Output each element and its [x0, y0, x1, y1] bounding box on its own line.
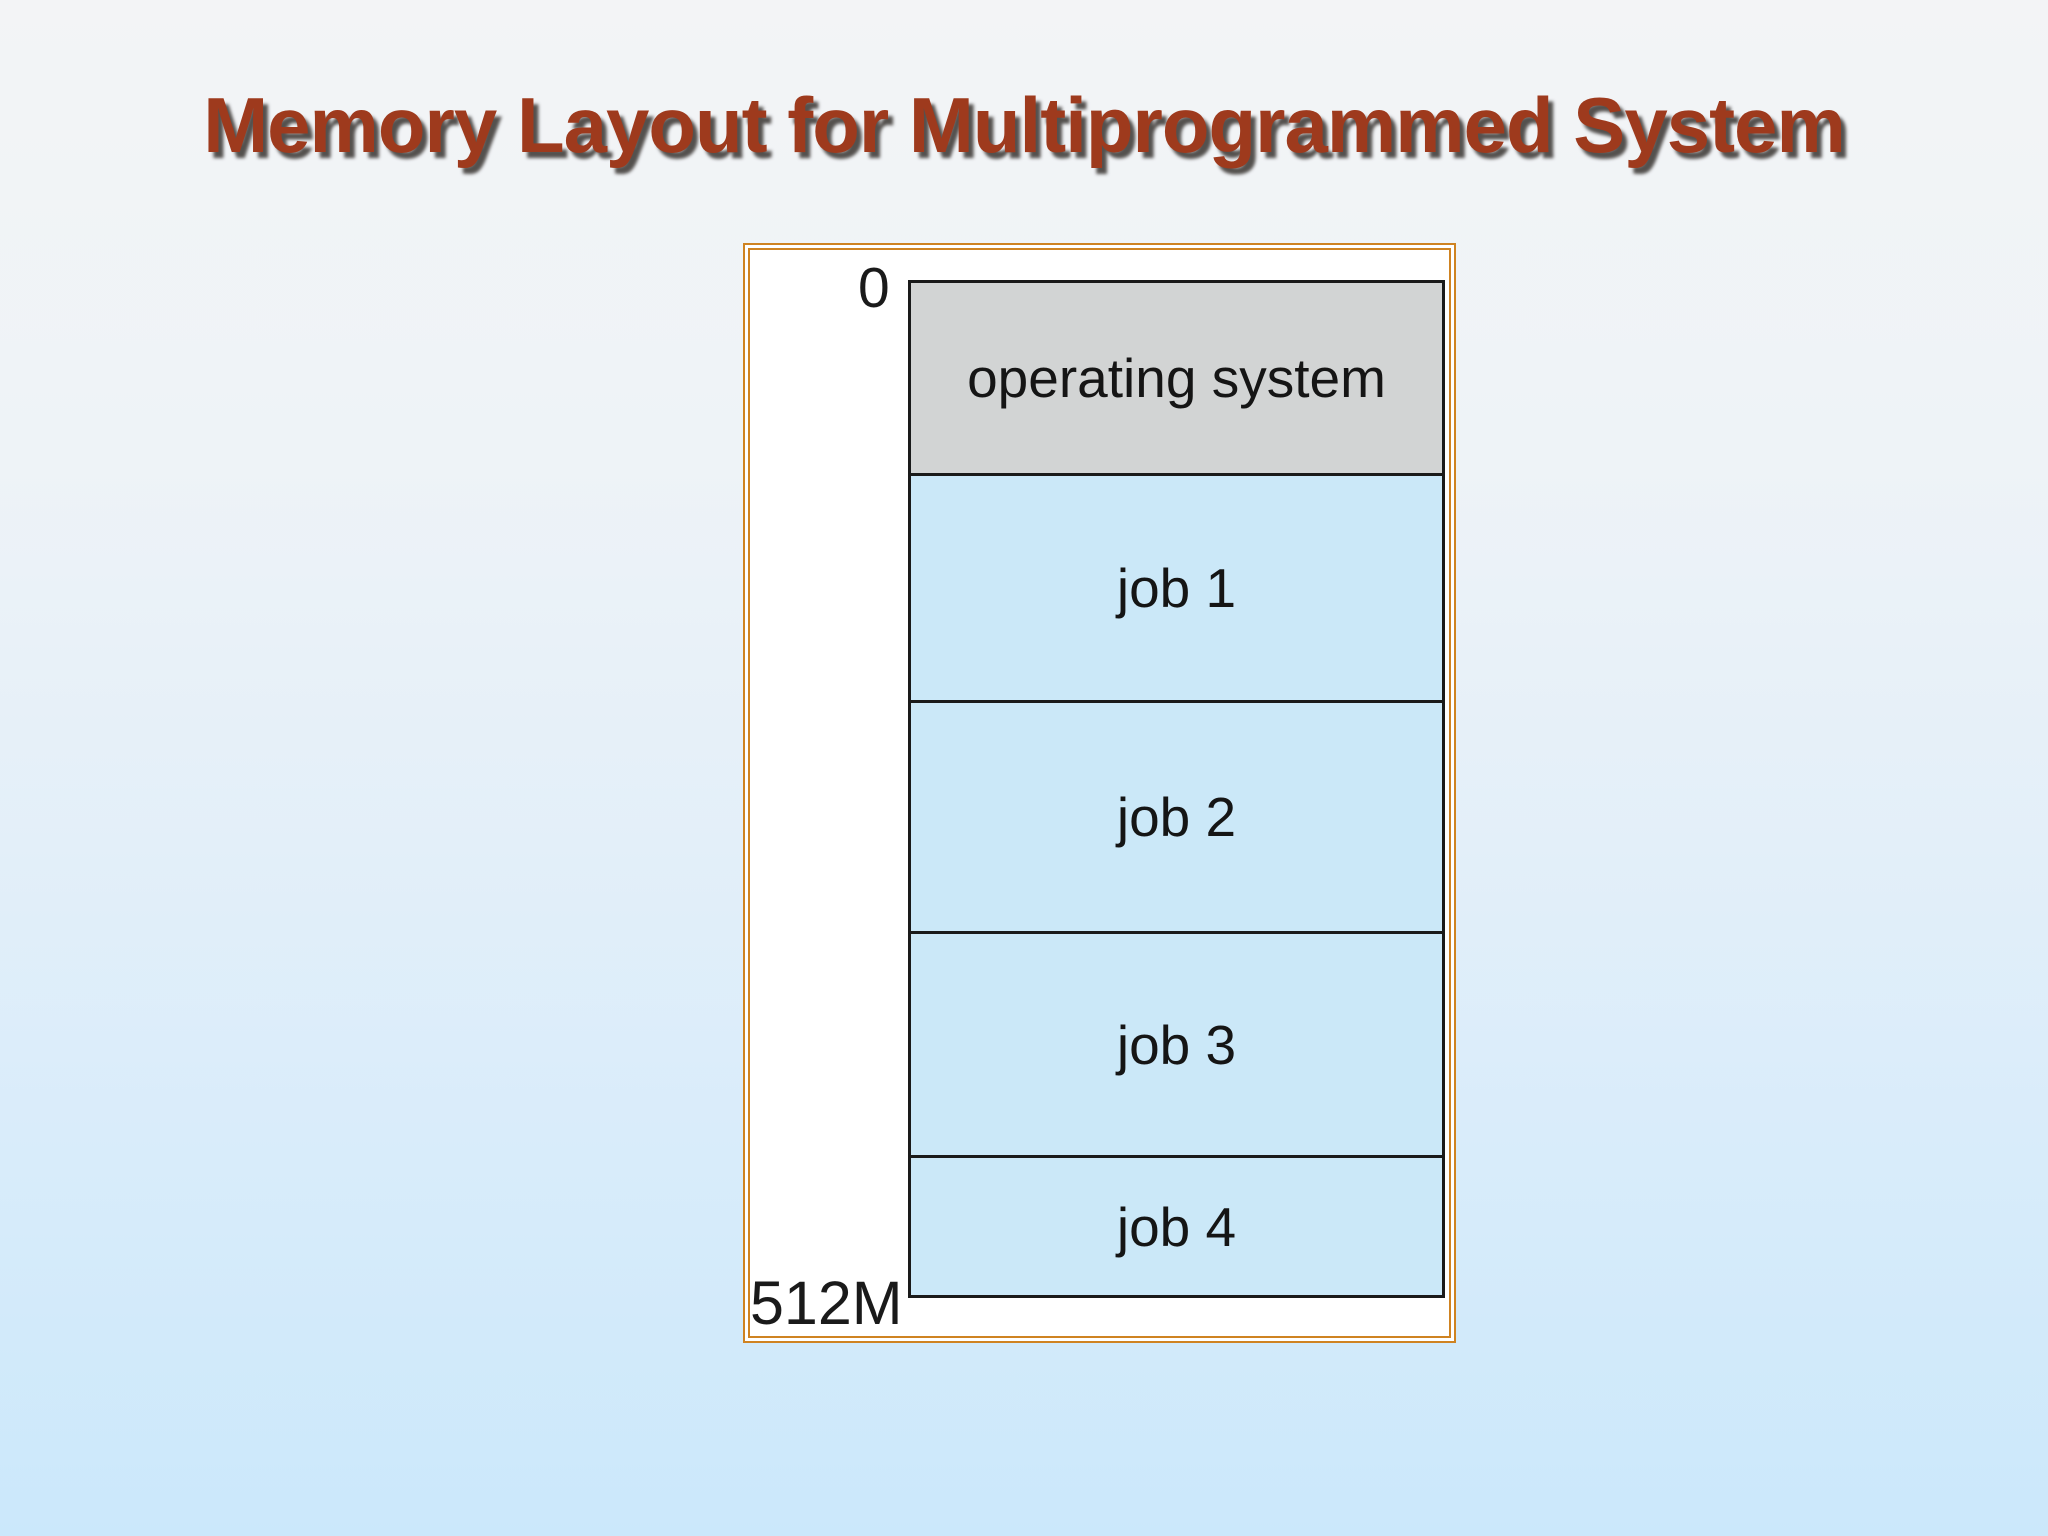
memory-segment-operating-system: operating system [908, 280, 1445, 476]
memory-segment-job-1: job 1 [908, 473, 1445, 703]
slide-title: Memory Layout for Multiprogrammed System [203, 81, 1846, 169]
memory-diagram-frame: 0 operating system job 1 job 2 job 3 job… [743, 243, 1456, 1343]
memory-segment-job-2: job 2 [908, 700, 1445, 934]
memory-segment-job-3: job 3 [908, 931, 1445, 1158]
address-label-top: 0 [858, 256, 890, 320]
memory-stack: operating system job 1 job 2 job 3 job 4 [908, 280, 1445, 1298]
address-label-bottom: 512M [750, 1269, 903, 1337]
memory-segment-job-4: job 4 [908, 1155, 1445, 1298]
